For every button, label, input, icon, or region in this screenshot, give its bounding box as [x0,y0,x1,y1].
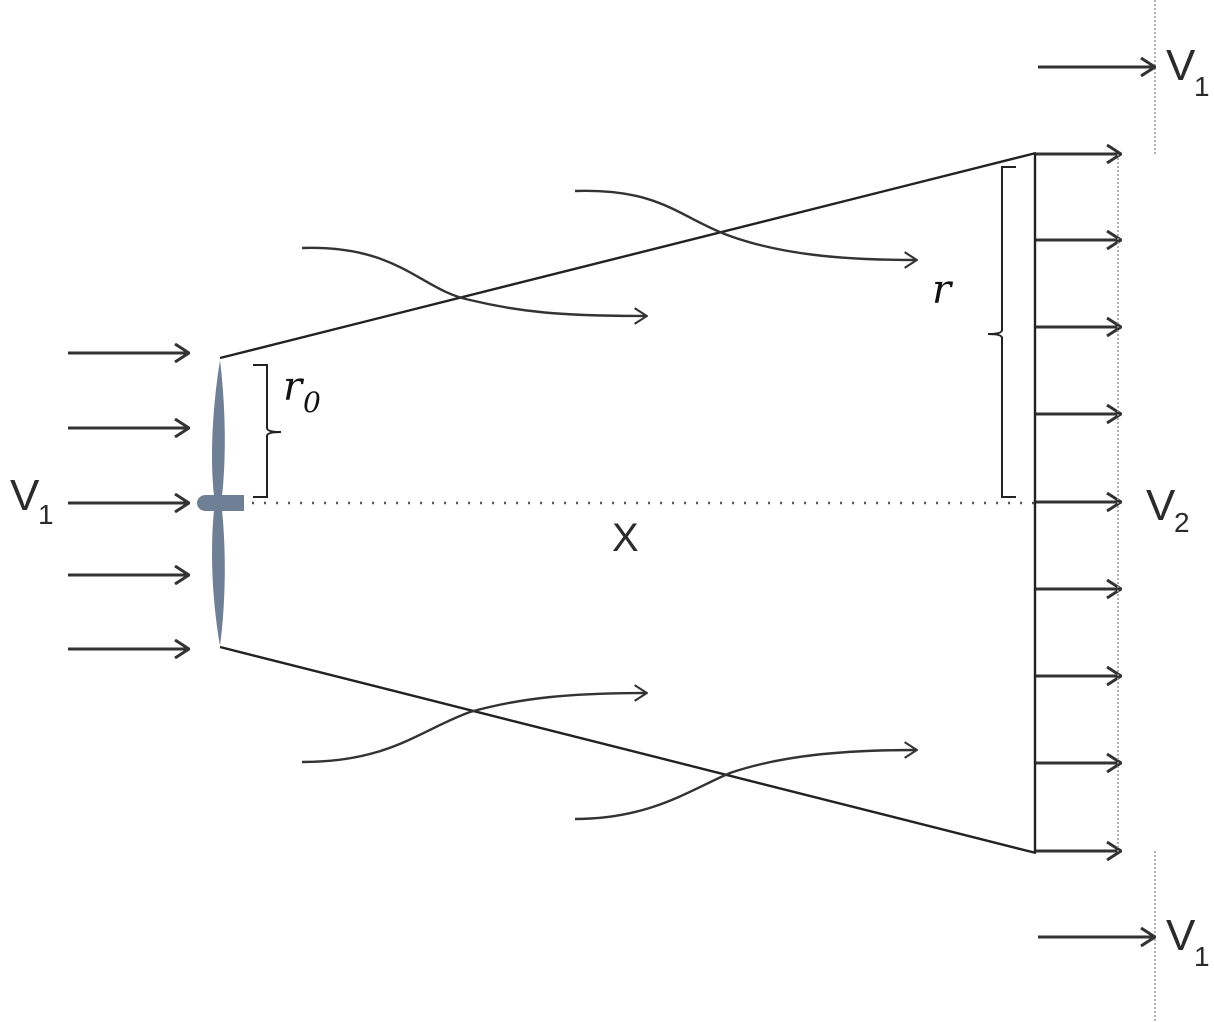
v1-left-subscript: 1 [38,499,54,530]
r0-subscript: 0 [303,386,321,419]
entrainment-flow-lower-2 [574,750,916,821]
wake-upper-edge [219,151,1037,360]
v1-bottom-subscript: 1 [1194,941,1210,972]
v1-top-label: V [1166,41,1196,90]
rotor-icon [197,360,244,646]
wake-lower-edge [219,645,1037,855]
v1-left-label: V [10,471,40,520]
r-brace [987,166,1016,498]
v2-label: V [1146,481,1176,530]
v2-subscript: 2 [1174,507,1190,538]
r0-label: r [283,364,305,410]
inflow-arrows [68,353,188,649]
x-distance-label: X [612,516,639,560]
entrainment-flow-upper-2 [574,189,916,260]
entrainment-flow-lower-1 [301,693,646,764]
entrainment-flow-upper-1 [301,246,646,316]
rotor-blade-lower [212,510,225,646]
r0-brace [253,364,282,498]
entrainment-flows [301,189,916,821]
v1-bottom-label: V [1166,911,1196,960]
outflow-arrows [1036,154,1120,851]
rotor-hub [197,495,244,511]
rotor-blade-upper [212,360,225,496]
wake-boundary [219,151,1037,855]
r-label: r [932,267,954,313]
v1-top-subscript: 1 [1194,71,1210,102]
